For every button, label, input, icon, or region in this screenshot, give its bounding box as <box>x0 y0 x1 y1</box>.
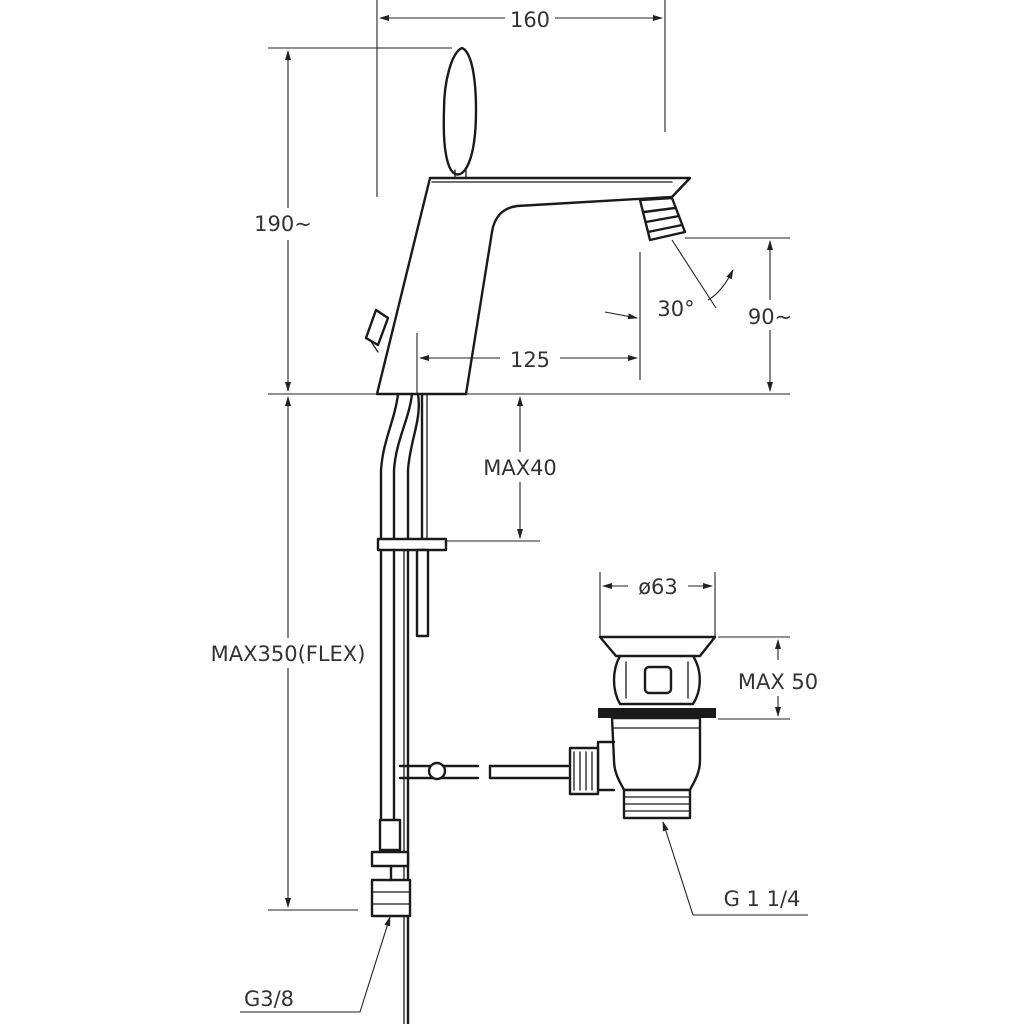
dimension-160-label: 160 <box>510 8 550 32</box>
popup-knob <box>364 308 390 347</box>
angle-30: 30° <box>604 239 734 321</box>
pop-up-waste <box>568 635 717 820</box>
dimension-max350-label: MAX350(FLEX) <box>211 642 366 666</box>
hose-nut-upper <box>378 818 402 852</box>
threaded-stud <box>415 548 430 638</box>
mounting-plate <box>376 537 448 552</box>
rod-clamp <box>427 761 447 781</box>
dimension-max50: MAX 50 <box>718 636 818 720</box>
dimension-63-label: ø63 <box>638 575 678 599</box>
dimension-160: 160 <box>376 0 666 197</box>
dimension-190: 190~ <box>254 47 452 392</box>
dimension-max40-label: MAX40 <box>483 456 557 480</box>
popup-rod <box>398 761 570 781</box>
waste-window <box>643 665 673 695</box>
dimension-125-label: 125 <box>510 348 550 372</box>
sealing-washer <box>598 708 716 718</box>
dimension-125: 125 <box>416 252 641 394</box>
thread-g114-label: G 1 1/4 <box>724 887 801 911</box>
side-nut <box>568 746 600 796</box>
flex-hoses <box>370 392 448 1024</box>
aerator <box>638 196 687 242</box>
angle-label: 30° <box>657 297 694 321</box>
dimension-190-label: 190~ <box>254 212 312 236</box>
leader-g114: G 1 1/4 <box>662 821 808 916</box>
waste-thread <box>622 788 692 820</box>
waste-flange <box>598 635 717 658</box>
dimension-max40: MAX40 <box>445 396 557 542</box>
spout-body <box>375 176 692 396</box>
hose-nut-hex <box>370 878 412 918</box>
dimension-63: ø63 <box>599 572 716 636</box>
thread-g38-label: G3/8 <box>244 987 294 1011</box>
mixer-body <box>364 46 692 396</box>
dimension-max50-label: MAX 50 <box>738 670 818 694</box>
dimension-90: 90~ <box>685 237 792 392</box>
leader-g38: G3/8 <box>240 916 391 1013</box>
hose-nut-middle <box>370 850 410 868</box>
dimension-90-label: 90~ <box>748 305 792 329</box>
lever-handle <box>442 46 478 176</box>
dimension-max350-flex: MAX350(FLEX) <box>211 396 366 911</box>
